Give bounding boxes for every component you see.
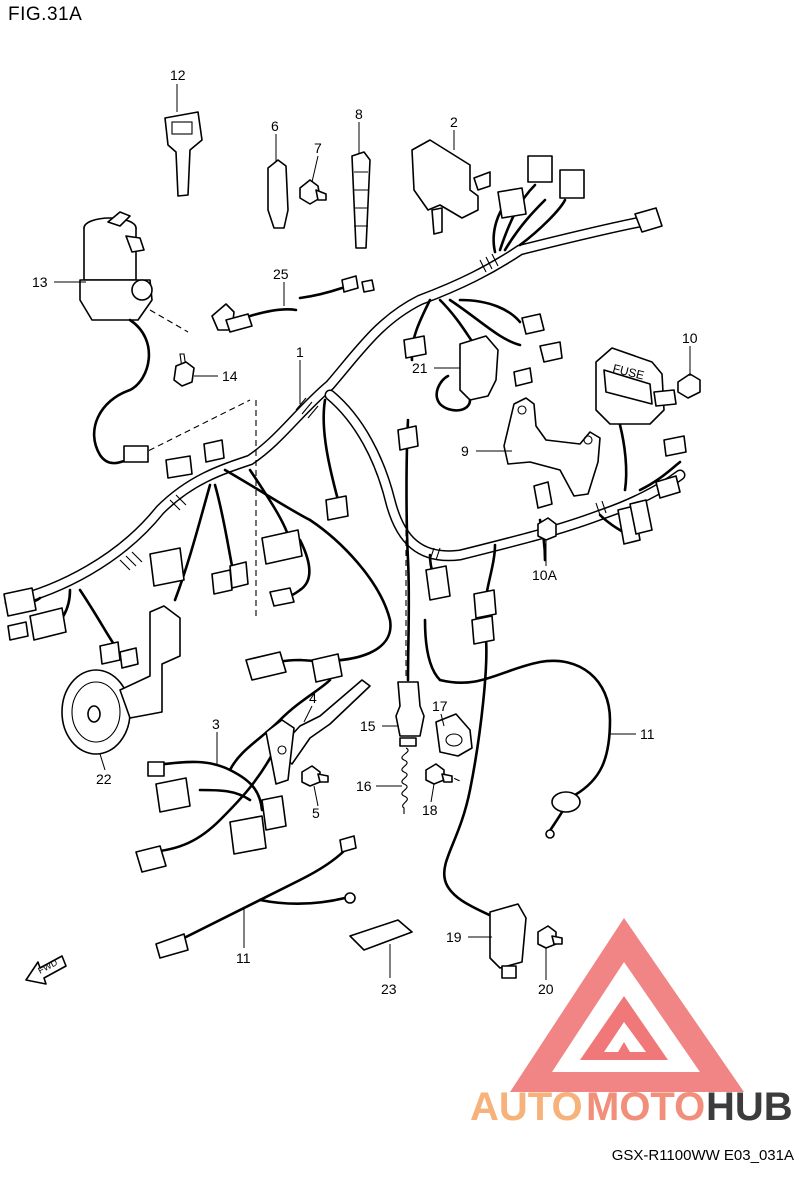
bracket-6: [267, 159, 289, 229]
callout-18: 17: [432, 698, 448, 714]
callout-23: 22: [96, 771, 112, 787]
callout-13: 12: [170, 67, 186, 83]
logo-text-auto: AUTO: [470, 1085, 583, 1129]
relay-22: [435, 335, 499, 412]
callout-15: 14: [222, 368, 238, 384]
callout-20: 19: [446, 929, 462, 945]
callout-14: 13: [32, 274, 48, 290]
callout-17: 16: [356, 778, 372, 794]
mid-connectors: [149, 425, 497, 683]
callout-7: 7: [314, 140, 322, 156]
callout-10: 10: [682, 330, 698, 346]
callout-1: 1: [296, 344, 304, 360]
switch-20: [489, 903, 527, 979]
callout-12: 11: [236, 950, 251, 966]
figure-label: FIG.31A: [8, 4, 83, 25]
bolt-21: [537, 925, 563, 949]
logo-text-moto: MOTO: [586, 1085, 705, 1129]
horn-23: [61, 605, 181, 755]
callout-9: 9: [461, 443, 469, 459]
sensor-11: [545, 791, 581, 839]
bolt-7: [299, 179, 327, 205]
cover-18: [435, 713, 473, 757]
fwd-arrow-icon: FWD: [25, 955, 67, 985]
callout-4: 4: [309, 690, 317, 706]
connectors-top-right: [403, 155, 663, 387]
callout-2: 2: [450, 114, 458, 130]
fuse-box-10: FUSE: [595, 347, 677, 425]
ignition-switch-14: [79, 211, 153, 465]
bolt-19: [425, 763, 453, 785]
logo-text-hub: HUB: [706, 1085, 793, 1129]
callout-3: 3: [212, 716, 220, 732]
bracket-9: [503, 397, 601, 497]
sub-harness-3: [135, 678, 332, 873]
connectors-right: [533, 435, 687, 545]
callout-16: 15: [360, 718, 376, 734]
leader-lines: [54, 84, 691, 980]
screw-5: [301, 765, 329, 787]
callout-21: 20: [538, 981, 554, 997]
bolt-10A: [537, 517, 557, 541]
automotohub-logo: AUTO MOTO HUB: [470, 918, 793, 1129]
callout-5: 5: [312, 805, 320, 821]
callout-labels: 12 6 7 8 2 13 25 1 14 21 10 9 10A 11 3 4…: [32, 67, 698, 997]
clamp-8: [351, 151, 371, 249]
callout-11: 11: [640, 726, 655, 742]
callout-25: 25: [273, 266, 289, 282]
bolt-15: [173, 353, 195, 387]
sub-harness-12: [155, 835, 357, 959]
bracket-4: [265, 679, 371, 785]
bolt-10: [677, 373, 701, 399]
callout-19: 18: [422, 802, 438, 818]
left-connectors: [3, 587, 139, 669]
spring-17: [401, 747, 409, 814]
relay-2: [411, 139, 491, 235]
callout-10A: 10A: [532, 567, 558, 583]
callout-22: 21: [412, 360, 428, 376]
diagram-caption: GSX-R1100WW E03_031A: [611, 1147, 794, 1164]
callout-24: 23: [381, 981, 397, 997]
key-13: [164, 111, 203, 197]
callout-8: 8: [355, 106, 363, 122]
label-24: [349, 919, 413, 951]
lead-wire-25: [211, 275, 375, 333]
callout-6: 6: [271, 118, 279, 134]
switch-16: [395, 681, 425, 747]
